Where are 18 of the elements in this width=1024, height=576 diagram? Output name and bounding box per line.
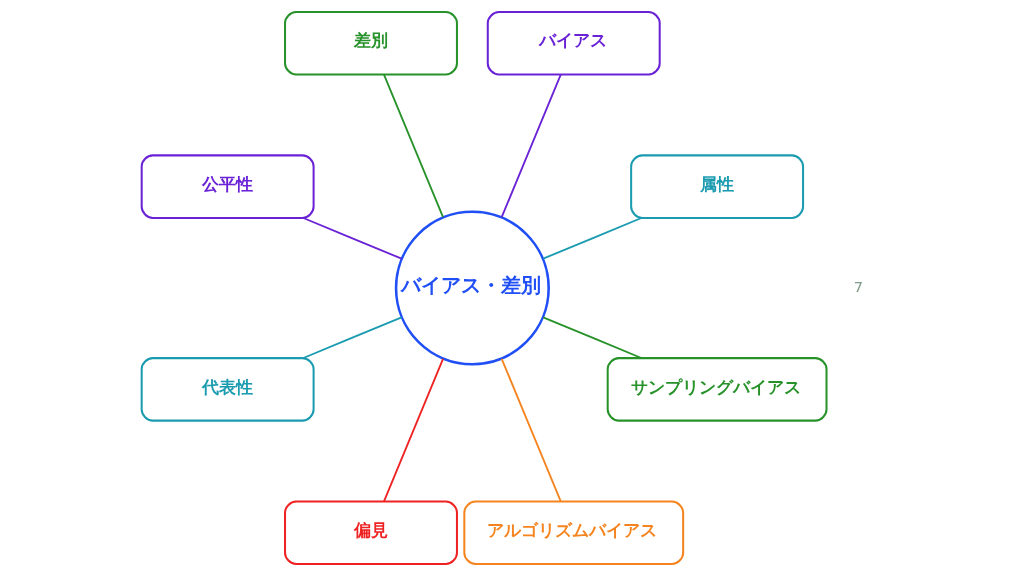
connector — [301, 217, 402, 260]
node-circle: バイアス・差別 — [394, 210, 550, 366]
node-box: 差別 — [283, 11, 458, 76]
connector — [500, 357, 562, 503]
connector — [382, 73, 444, 219]
label: 7 — [853, 277, 863, 295]
connector — [500, 73, 562, 219]
connector — [541, 217, 642, 260]
node-box: サンプリングバイアス — [606, 357, 827, 422]
connector — [301, 316, 402, 359]
node-box: 偏見 — [283, 500, 458, 565]
node-box: 公平性 — [140, 154, 315, 219]
node-box: アルゴリズムバイアス — [462, 500, 684, 565]
connector — [382, 357, 444, 503]
connector — [541, 316, 642, 359]
node-box: 属性 — [629, 154, 804, 219]
node-box: バイアス — [486, 11, 661, 76]
node-box: 代表性 — [140, 357, 315, 422]
